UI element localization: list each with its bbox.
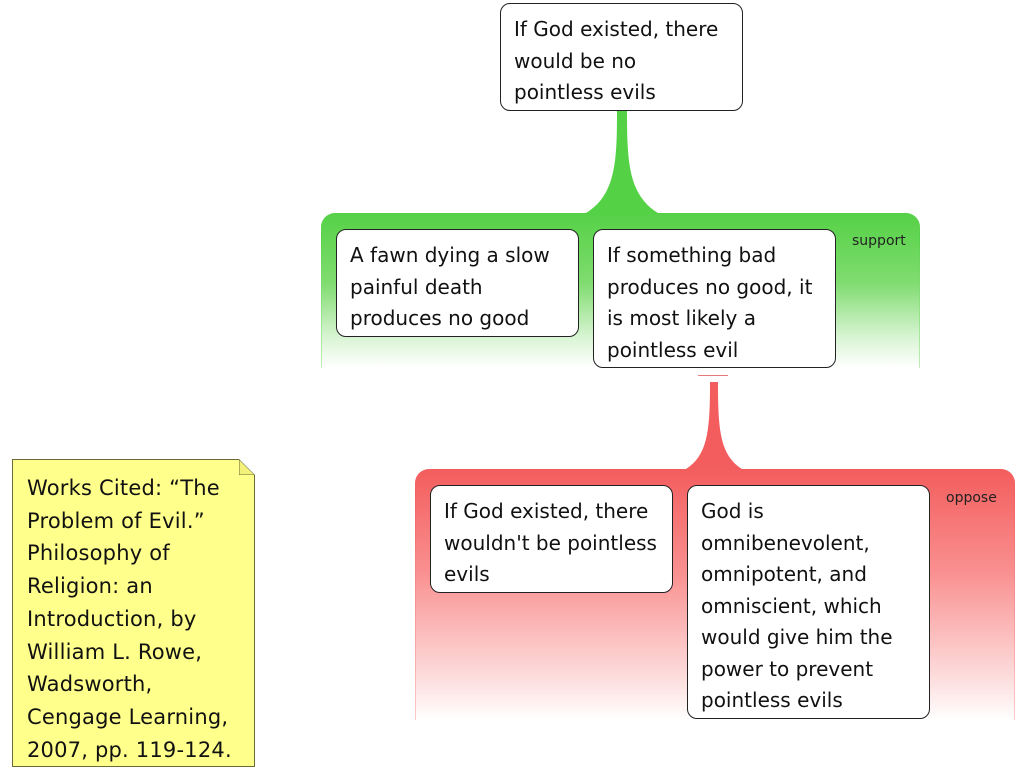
- note-fold-corner: [239, 459, 255, 475]
- oppose-premise-2[interactable]: God is omnibenevolent, omnipotent, and o…: [687, 485, 930, 719]
- oppose-connector: [686, 382, 742, 469]
- premise-text: God is omnibenevolent, omnipotent, and o…: [701, 499, 893, 712]
- oppose-label: oppose: [946, 490, 997, 506]
- works-cited-text: Works Cited: “The Problem of Evil.” Phil…: [27, 476, 232, 762]
- contention-box[interactable]: If God existed, there would be no pointl…: [500, 3, 743, 111]
- oppose-premise-1[interactable]: If God existed, there wouldn't be pointl…: [430, 485, 673, 593]
- support-premise-1[interactable]: A fawn dying a slow painful death produc…: [336, 229, 579, 337]
- contention-text: If God existed, there would be no pointl…: [514, 17, 719, 104]
- premise-text: If God existed, there wouldn't be pointl…: [444, 499, 657, 586]
- works-cited-note[interactable]: Works Cited: “The Problem of Evil.” Phil…: [12, 459, 255, 767]
- link-marker: [698, 375, 728, 376]
- support-label: support: [852, 233, 906, 249]
- support-connector: [586, 110, 658, 213]
- premise-text: If something bad produces no good, it is…: [607, 243, 813, 362]
- support-premise-2[interactable]: If something bad produces no good, it is…: [593, 229, 836, 368]
- premise-text: A fawn dying a slow painful death produc…: [350, 243, 550, 330]
